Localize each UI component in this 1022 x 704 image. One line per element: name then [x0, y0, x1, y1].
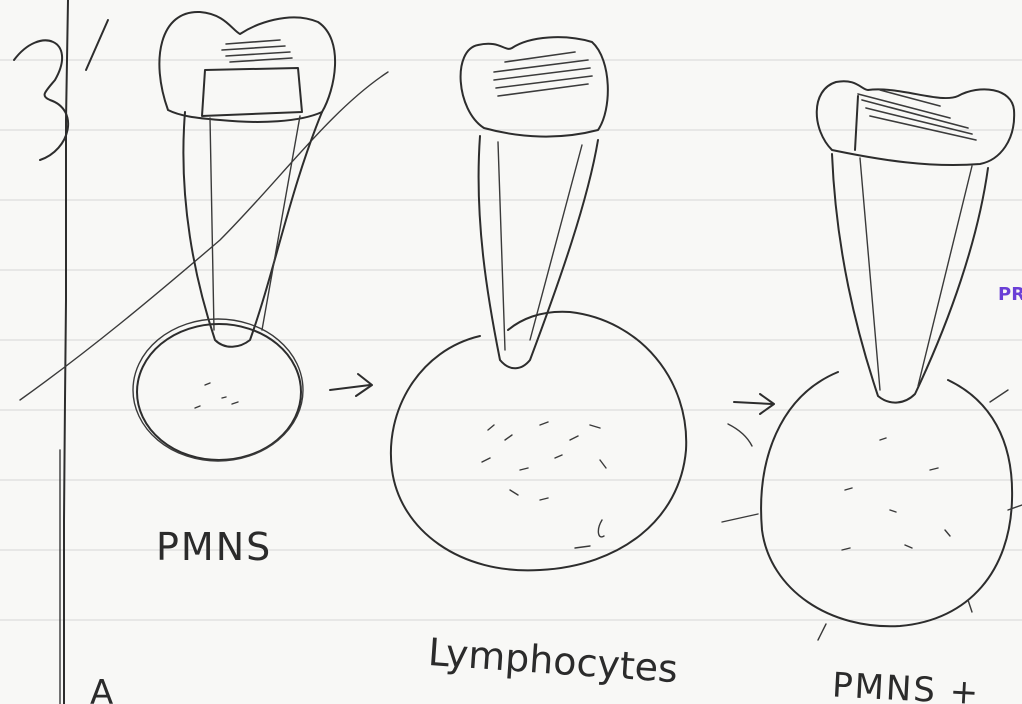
label-stage-1: PMNS: [156, 525, 272, 569]
stage-2-tooth: [391, 37, 686, 570]
margin-number-3: [14, 40, 68, 160]
stage-1-tooth: [133, 12, 335, 461]
arrow-2: [728, 394, 774, 446]
side-note-text: PR: [998, 284, 1022, 305]
margin-mark: [86, 20, 108, 70]
ruled-lines: [0, 60, 1022, 620]
label-stage-2: Lymphocytes: [427, 630, 680, 691]
diagonal-curve: [20, 72, 388, 400]
bottom-partial-text: A: [90, 673, 113, 704]
label-stage-3: PMNS +: [831, 665, 981, 704]
arrow-1: [330, 374, 372, 396]
stage-3-tooth: [722, 81, 1022, 640]
margin-line: [64, 0, 68, 704]
